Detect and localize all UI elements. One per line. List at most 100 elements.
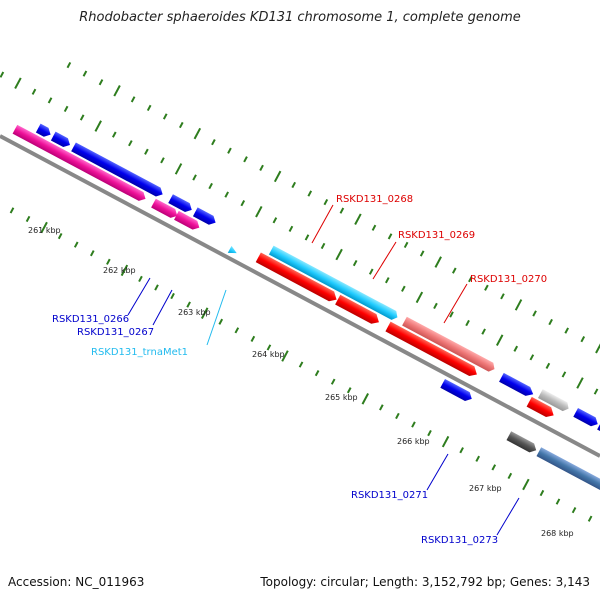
tick-mark: [529, 354, 535, 361]
gene-label-rskd131-0269[interactable]: RSKD131_0269: [398, 230, 475, 241]
tick-mark: [346, 387, 352, 394]
tick-mark: [106, 258, 111, 265]
gene-rrna-red[interactable]: [335, 294, 382, 327]
gene-label-rskd131-0273[interactable]: RSKD131_0273: [421, 535, 498, 546]
tick-mark: [532, 310, 537, 317]
gene-arrow-pink[interactable]: [174, 210, 202, 232]
gene-label-rskd131-0270[interactable]: RSKD131_0270: [470, 274, 547, 285]
tick-label: 262 kbp: [103, 266, 136, 275]
tick-mark: [112, 131, 117, 138]
tick-mark: [371, 224, 377, 231]
tick-mark: [491, 464, 497, 471]
tick-mark: [433, 302, 438, 310]
tick-mark: [227, 147, 232, 154]
tick-mark: [79, 114, 85, 121]
tick-mark: [335, 248, 343, 261]
tick-mark: [330, 378, 336, 385]
tick-mark: [434, 256, 442, 268]
gene-arrow-blue[interactable]: [192, 207, 218, 227]
gene-label-rskd131-0267[interactable]: RSKD131_0267: [77, 327, 154, 338]
gene-grey[interactable]: [538, 389, 571, 413]
tick-mark: [320, 242, 326, 250]
tick-mark: [162, 113, 168, 120]
gene-label-rskd131-0266[interactable]: RSKD131_0266: [52, 314, 129, 325]
gene-rrna-cyan[interactable]: [268, 245, 400, 322]
tick-mark: [128, 140, 133, 147]
label-leader-lines: [127, 204, 520, 536]
tick-mark: [522, 478, 530, 491]
tick-mark: [419, 250, 425, 257]
tick-mark: [31, 88, 37, 95]
tick-mark: [304, 234, 310, 241]
tick-mark: [201, 307, 209, 319]
gene-rrna-red[interactable]: [385, 321, 479, 379]
gene-red[interactable]: [526, 396, 557, 420]
tick-labels: 261 kbp 262 kbp 263 kbp 264 kbp 265 kbp …: [28, 226, 574, 538]
tick-mark: [361, 393, 369, 405]
tick-mark: [291, 181, 296, 189]
tick-mark: [481, 328, 486, 335]
tick-mark: [465, 319, 470, 327]
tick-mark: [192, 174, 197, 181]
gene-arrow-pink[interactable]: [12, 124, 148, 203]
tick-label: 261 kbp: [28, 226, 61, 235]
tick-mark: [240, 200, 246, 207]
gene-arrow-blue[interactable]: [168, 194, 194, 214]
tick-mark: [449, 311, 454, 318]
tick-mark: [208, 182, 213, 190]
tick-mark: [281, 350, 289, 362]
topology-text: Topology: circular; Length: 3,152,792 bp…: [260, 575, 590, 589]
tick-mark: [571, 507, 577, 514]
gene-label-rskd131-0271[interactable]: RSKD131_0271: [351, 490, 428, 501]
tick-mark: [14, 77, 22, 89]
tick-mark: [174, 163, 183, 175]
gene-steel[interactable]: [536, 447, 600, 494]
trna-arrow[interactable]: [227, 245, 239, 257]
gene-label-rskd131-trnamet1[interactable]: RSKD131_trnaMet1: [91, 347, 188, 358]
tick-mark: [379, 404, 384, 411]
chromosome-backbone: [0, 134, 600, 458]
tick-mark: [580, 336, 586, 343]
tick-mark: [459, 447, 464, 454]
tick-mark: [113, 85, 121, 97]
tick-mark: [593, 388, 599, 395]
gene-salmon[interactable]: [402, 316, 497, 374]
gene-dark-grey[interactable]: [506, 431, 538, 454]
tick-mark: [587, 515, 593, 522]
tick-mark: [288, 225, 294, 232]
tick-mark: [403, 241, 409, 249]
gene-label-rskd131-0268[interactable]: RSKD131_0268: [336, 194, 413, 205]
gene-rrna-red[interactable]: [255, 252, 340, 304]
tick-mark: [387, 233, 393, 240]
tick-mark: [323, 198, 329, 206]
tick-label: 267 kbp: [469, 484, 502, 493]
tick-mark: [170, 292, 175, 300]
tick-mark: [25, 215, 31, 223]
tick-mark: [66, 61, 72, 69]
gene-arrow-pink[interactable]: [151, 198, 180, 221]
tick-mark: [415, 291, 424, 304]
tick-mark: [243, 156, 248, 163]
gene-arrow-blue[interactable]: [499, 372, 535, 399]
gene-arrow-blue[interactable]: [440, 378, 474, 403]
gene-arrow-blue[interactable]: [35, 123, 53, 139]
gene-arrow-blue[interactable]: [50, 131, 72, 150]
map-title: Rhodobacter sphaeroides KD131 chromosome…: [79, 10, 521, 25]
tick-mark: [564, 327, 570, 334]
tick-mark: [57, 232, 63, 240]
tick-mark: [401, 285, 406, 292]
tick-mark: [561, 371, 567, 378]
tick-mark: [273, 170, 282, 183]
gene-arrow-blue[interactable]: [71, 142, 165, 198]
tick-mark: [545, 362, 551, 369]
tick-label: 265 kbp: [325, 393, 358, 402]
tick-mark: [272, 217, 278, 224]
tick-mark: [120, 264, 129, 277]
tick-mark: [500, 293, 505, 300]
tick-mark: [507, 472, 513, 480]
tick-mark: [193, 127, 202, 140]
tick-mark: [146, 104, 152, 112]
gene-arrow-blue[interactable]: [573, 407, 600, 429]
tick-mark: [514, 299, 523, 311]
